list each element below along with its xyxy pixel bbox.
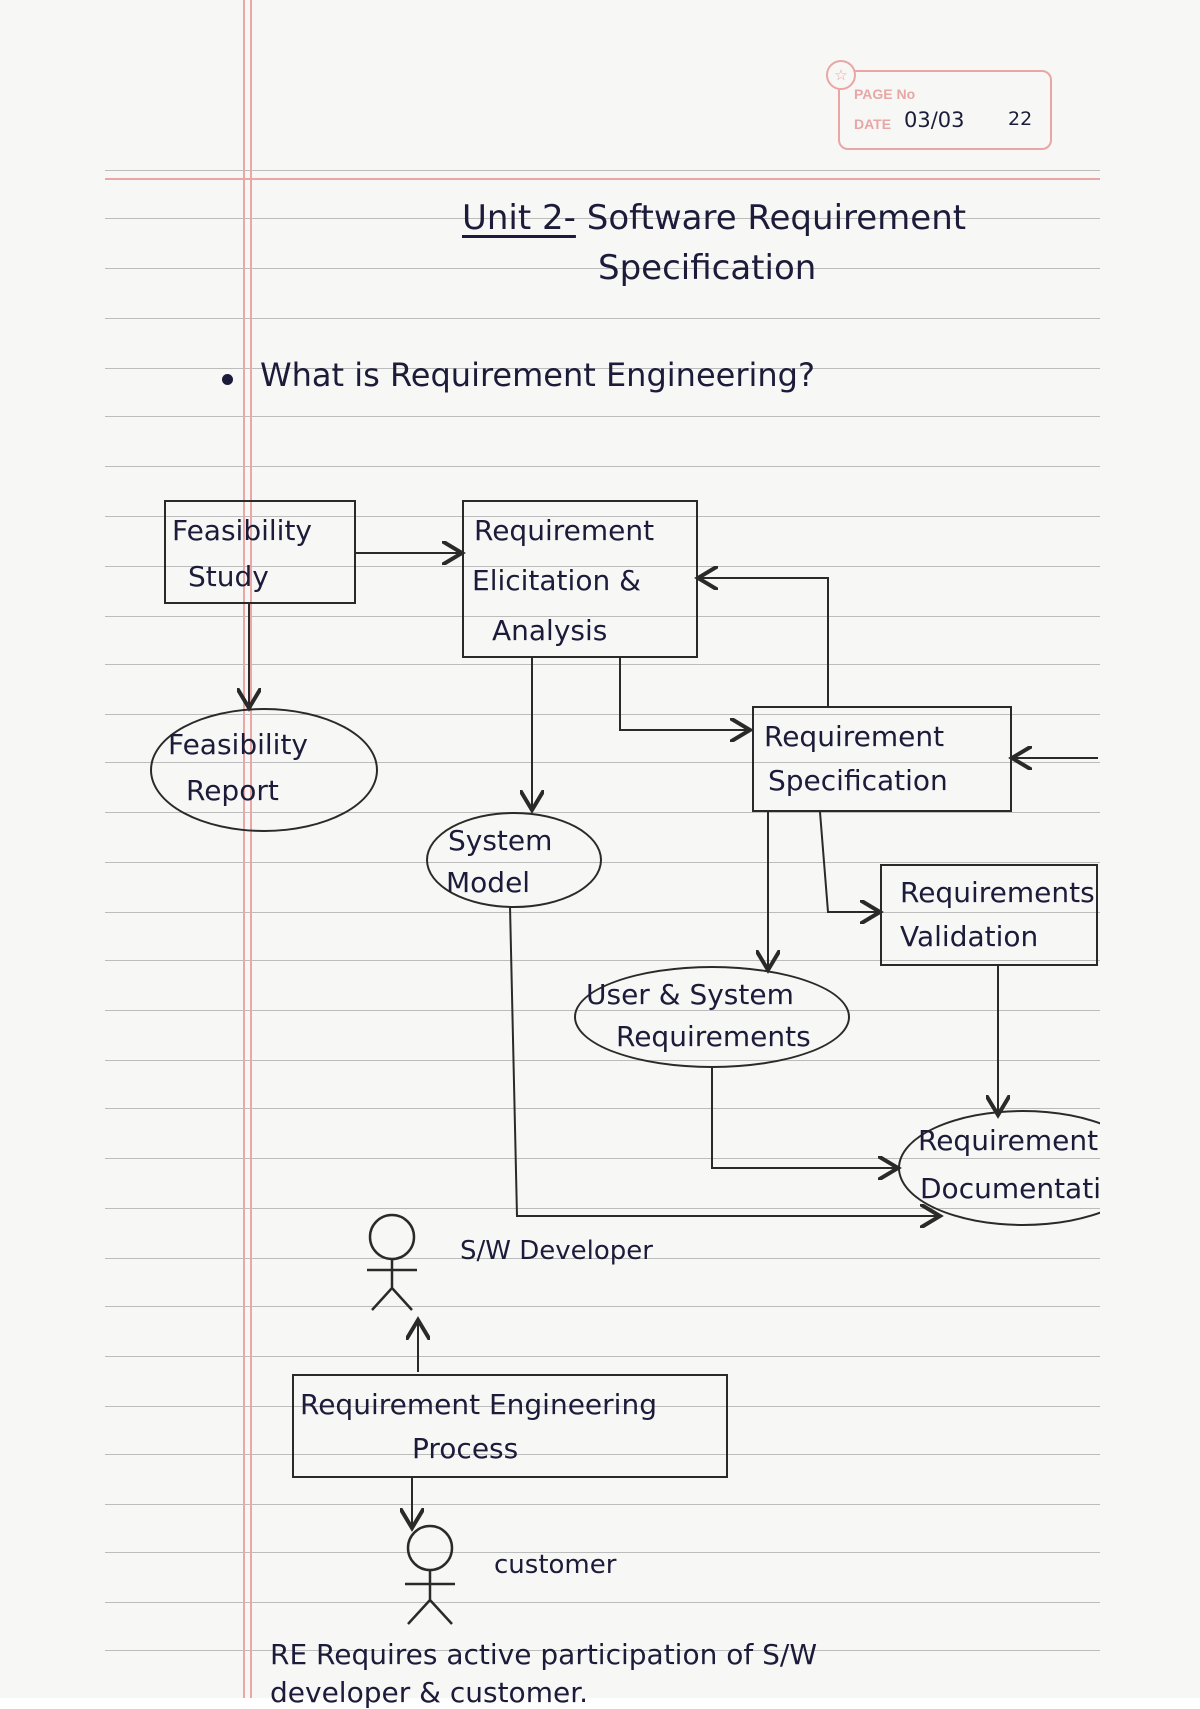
developer-figure (367, 1213, 417, 1311)
margin-line-2 (250, 0, 252, 1698)
node-label: Feasibility (172, 514, 312, 547)
date-label: DATE (854, 116, 892, 132)
feasibility-study-box: Feasibility Study (164, 500, 356, 604)
documentation-oval: Requirement Documentation (898, 1110, 1100, 1226)
edge-spec-to-elicitation (698, 578, 829, 708)
node-label: Elicitation & (472, 564, 641, 597)
user-system-req-oval: User & System Requirements (574, 966, 850, 1068)
customer-figure (405, 1524, 455, 1625)
node-label: Requirements (616, 1020, 811, 1053)
margin-line (243, 0, 245, 1698)
node-label: Study (188, 560, 269, 593)
footer-line1: RE Requires active participation of S/W (270, 1638, 818, 1671)
node-label: Validation (900, 920, 1039, 953)
title-line2: Specification (598, 248, 817, 288)
date-value: 03/03 (904, 108, 965, 132)
header-line (105, 178, 1100, 180)
node-label: Analysis (492, 614, 608, 647)
page-title: Unit 2- Software Requirement (462, 198, 966, 238)
edge-user-req-to-docs (711, 1066, 898, 1168)
date-stamp: ☆ PAGE No DATE 03/03 22 (826, 60, 1052, 150)
node-label: Report (186, 774, 279, 807)
question-heading: What is Requirement Engineering? (260, 356, 815, 394)
bullet-icon (222, 374, 233, 385)
year-value: 22 (1008, 108, 1033, 130)
node-label: Requirements (900, 876, 1095, 909)
edge-elicitation-to-spec (619, 658, 750, 730)
node-label: Requirement (918, 1124, 1099, 1157)
edge-model-to-docs (509, 905, 940, 1216)
title-line1: Software Requirement (586, 198, 967, 238)
feasibility-report-oval: Feasibility Report (150, 708, 378, 832)
elicitation-box: Requirement Elicitation & Analysis (462, 500, 698, 658)
validation-box: Requirements Validation (880, 864, 1098, 966)
star-icon: ☆ (826, 60, 856, 90)
re-process-box: Requirement Engineering Process (292, 1374, 728, 1478)
unit-label: Unit 2- (462, 198, 576, 238)
node-label: Documentation (920, 1172, 1100, 1205)
node-label: User & System (586, 978, 794, 1011)
node-label: Model (446, 866, 531, 899)
node-label: Requirement (474, 514, 655, 547)
node-label: Process (412, 1432, 519, 1465)
footer-line2: developer & customer. (270, 1676, 589, 1709)
node-label: Requirement (764, 720, 945, 753)
system-model-oval: System Model (426, 812, 602, 908)
node-label: Specification (768, 764, 948, 797)
page-no-label: PAGE No (854, 86, 916, 102)
node-label: System (448, 824, 553, 857)
node-label: Requirement Engineering (300, 1388, 657, 1421)
node-label: Feasibility (168, 728, 308, 761)
customer-label: customer (494, 1550, 617, 1580)
documentation-clip: Requirement Documentation (898, 1110, 1100, 1226)
edge-spec-to-validation (819, 811, 880, 912)
developer-label: S/W Developer (460, 1236, 653, 1266)
specification-box: Requirement Specification (752, 706, 1012, 812)
